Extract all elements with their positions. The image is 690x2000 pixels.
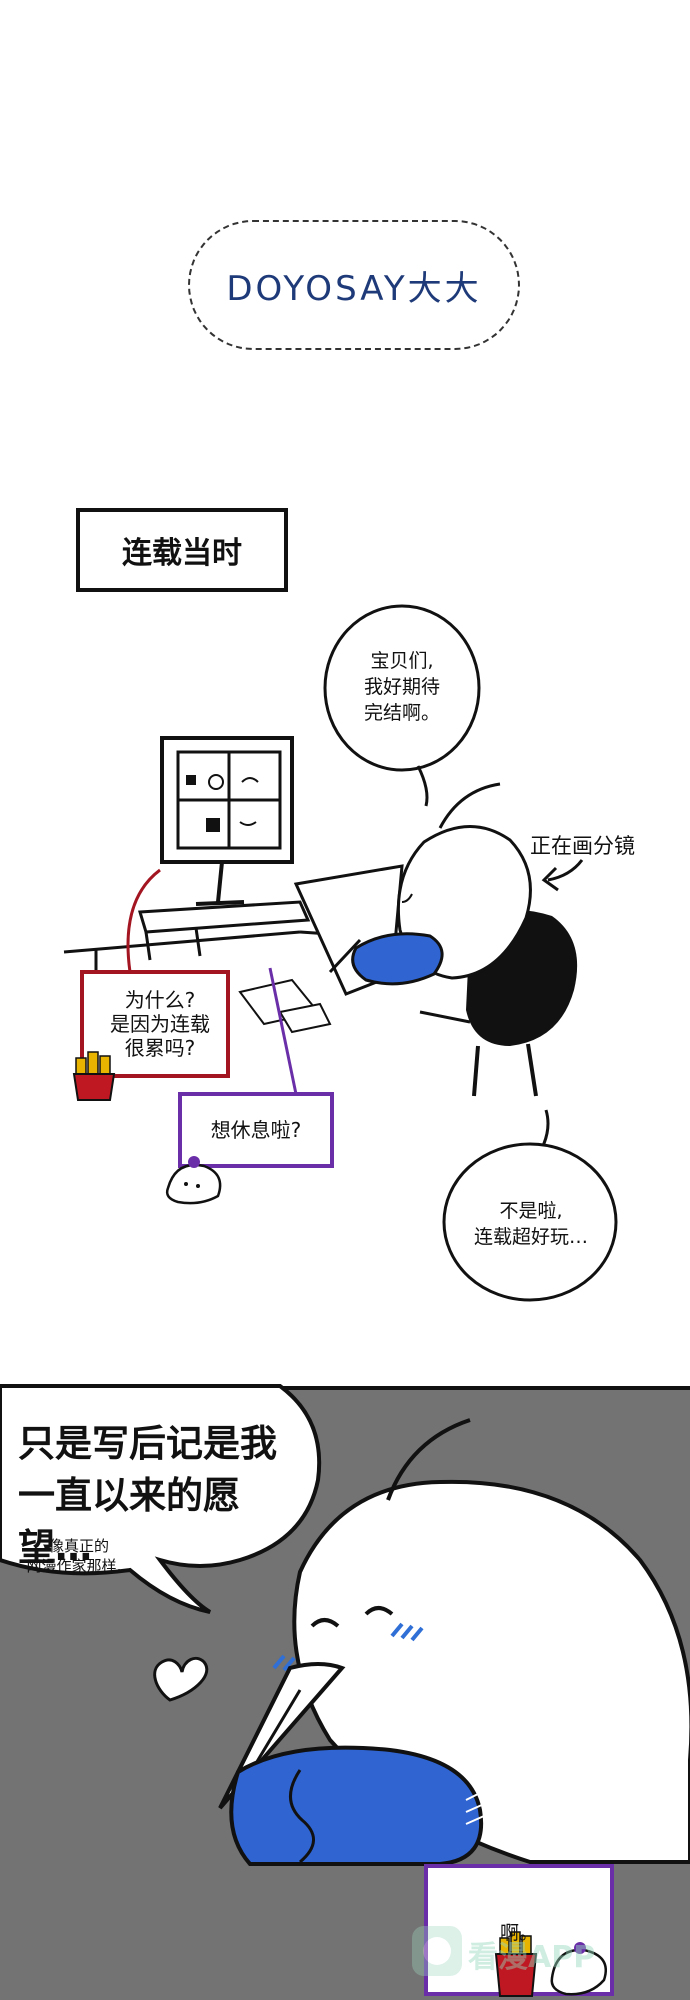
speech-bubble-top-text: 宝贝们, 我好期待 完结啊。 [332, 648, 472, 726]
callout-line: 为什么? [124, 988, 196, 1012]
speech-bubble-bottom-text: 不是啦, 连载超好玩… [446, 1198, 616, 1250]
drawing-annotation: 正在画分镜 [530, 834, 635, 858]
callout-purple-box [178, 967, 334, 1168]
computer-monitor [160, 736, 294, 906]
small-creature-icon-2 [550, 1942, 607, 1996]
bubble-line: 宝贝们, [370, 650, 434, 672]
speech-sub-text: 像真正的 网漫作家那样… [14, 1536, 144, 1576]
character-drawing [328, 782, 578, 1097]
callout-red-text: 为什么? 是因为连载 很累吗? [96, 988, 224, 1060]
speech-line: 只是写后记是我 [18, 1422, 277, 1465]
speech-line: 网漫作家那样… [26, 1557, 132, 1575]
small-creature-icon [165, 1156, 222, 1205]
bubble-line: 连载超好玩… [473, 1226, 588, 1248]
speech-bubble-bottom [442, 1109, 618, 1302]
speech-line: 一直以来的愿望… [18, 1474, 240, 1569]
callout-purple-text: 想休息啦? [210, 1118, 302, 1142]
watermark-text: 看漫APP [468, 1940, 596, 1975]
speech-main-text: 只是写后记是我 一直以来的愿望… [18, 1418, 308, 1574]
callout-line: 是因为连载 [110, 1012, 210, 1036]
section-label: 连载当时 [122, 536, 242, 571]
bubble-line: 完结啊。 [363, 702, 440, 724]
speech-line: 像真正的 [48, 1537, 109, 1555]
title-pill: DOYOSAY大大 [188, 220, 520, 350]
annotation-arrow [541, 859, 584, 892]
paper-sheets [238, 978, 332, 1034]
fries-icon [72, 1051, 116, 1101]
bubble-line: 不是啦, [499, 1200, 563, 1222]
character-closeup [218, 1418, 690, 1866]
page-title: DOYOSAY大大 [226, 268, 482, 309]
section-label-box: 连载当时 [76, 508, 288, 592]
callout-line: 很累吗? [124, 1036, 196, 1060]
fries-icon-2 [494, 1931, 538, 1997]
heart-icon [153, 1656, 209, 1702]
speech-bubble-main [0, 1384, 322, 1614]
note-card-text: 啊。 [499, 1922, 538, 1944]
speech-bubble-top [323, 604, 481, 807]
bubble-line: 我好期待 [363, 676, 440, 698]
watermark-logo-icon [412, 1926, 462, 1976]
